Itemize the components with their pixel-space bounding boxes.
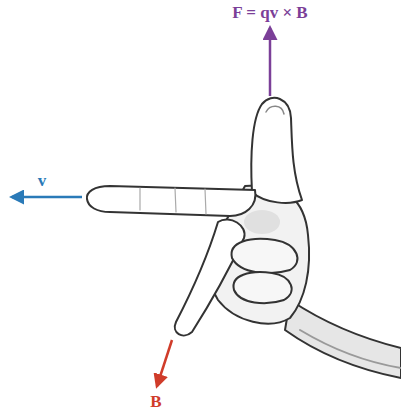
index-finger <box>87 186 256 216</box>
middle-finger <box>175 219 245 335</box>
velocity-arrow <box>12 196 82 199</box>
field-arrow <box>157 340 172 386</box>
knuckle-shade <box>244 210 280 234</box>
force-arrow <box>269 28 272 96</box>
index-crease <box>140 188 206 214</box>
little-finger <box>233 272 291 303</box>
velocity-label: v <box>38 172 47 191</box>
field-label: B <box>150 393 161 412</box>
ring-finger <box>232 239 298 273</box>
sleeve-line <box>300 330 401 368</box>
thumb-nail <box>266 106 284 114</box>
thumb <box>251 98 302 203</box>
force-equation: F = qv × B <box>232 4 307 23</box>
wrist <box>285 300 401 378</box>
